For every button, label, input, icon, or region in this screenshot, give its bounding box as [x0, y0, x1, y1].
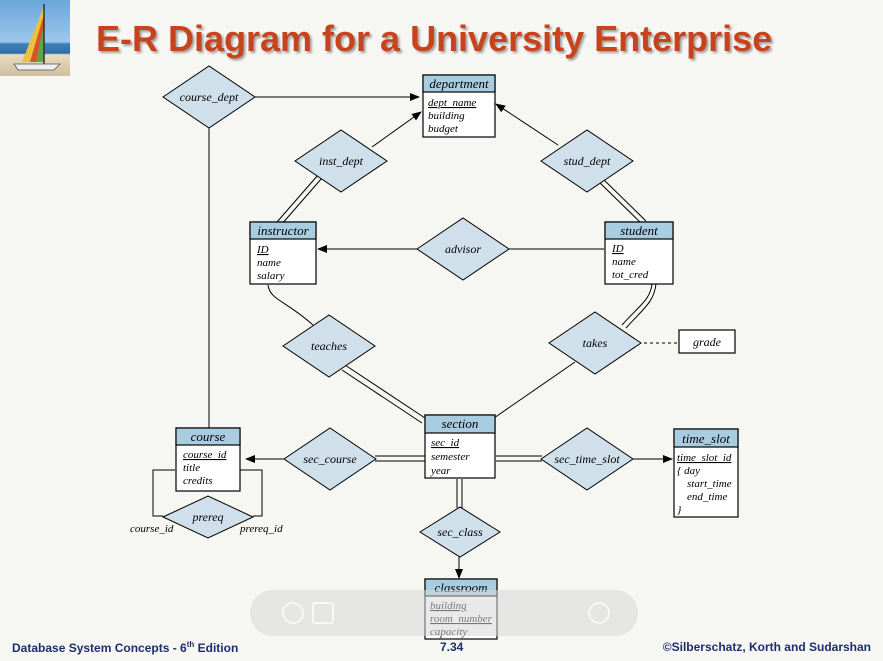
time-slot-attr: { day [677, 465, 700, 477]
section-attr: sec_id [431, 437, 460, 449]
sec-time-slot-label: sec_time_slot [554, 452, 620, 466]
section-attr: semester [431, 451, 470, 463]
student-attr: name [612, 256, 636, 268]
footer-book-title: Database System Concepts - 6th Edition [12, 640, 239, 655]
teaches-label: teaches [311, 339, 347, 353]
relationship-prereq: prereq [161, 495, 255, 539]
takes-label: takes [583, 336, 608, 350]
department-attr: building [428, 110, 465, 122]
instructor-attr: name [257, 257, 281, 269]
role-label-course-id: course_id [130, 523, 174, 535]
prereq-label: prereq [191, 510, 223, 524]
time-slot-title: time_slot [682, 431, 730, 446]
relationship-teaches: teaches [282, 314, 376, 378]
relationship-sec-class: sec_class [419, 506, 501, 558]
entity-time-slot: time_slot time_slot_id { day start_time … [673, 428, 739, 518]
role-label-prereq-id: prereq_id [239, 523, 283, 535]
takes-to-student-link [621, 283, 653, 326]
entity-section: section sec_id semester year [424, 414, 496, 479]
sailboat-logo [0, 0, 70, 76]
time-slot-attr: start_time [687, 478, 732, 490]
stud-dept-label: stud_dept [564, 154, 611, 168]
relationship-stud-dept: stud_dept [540, 129, 634, 193]
instructor-title: instructor [257, 223, 309, 238]
instructor-attr: salary [257, 270, 285, 282]
takes-to-section-link [493, 361, 576, 419]
relationship-sec-course: sec_course [283, 427, 377, 491]
attribute-grade: grade [678, 329, 736, 354]
section-attr: year [430, 465, 451, 477]
student-attr: ID [611, 243, 624, 255]
entity-instructor: instructor ID name salary [249, 221, 317, 285]
sec-course-label: sec_course [303, 452, 357, 466]
time-slot-attr: end_time [687, 491, 727, 503]
teaches-to-section-link [344, 364, 426, 419]
advisor-label: advisor [445, 242, 481, 256]
department-title: department [429, 76, 489, 91]
grade-label: grade [693, 335, 722, 349]
entity-course: course course_id title credits [175, 427, 241, 492]
relationship-sec-time-slot: sec_time_slot [540, 427, 634, 491]
inst-dept-to-department-link [371, 111, 422, 148]
course-attr: title [183, 462, 200, 474]
course-dept-label: course_dept [180, 90, 239, 104]
section-title: section [442, 416, 479, 431]
instructor-attr: ID [256, 244, 269, 256]
student-title: student [620, 223, 658, 238]
entity-student: student ID name tot_cred [604, 221, 674, 285]
circle-icon[interactable] [282, 602, 304, 624]
sec-class-label: sec_class [437, 525, 483, 539]
relationship-inst-dept: inst_dept [294, 129, 388, 193]
prereq-course-id-link [152, 469, 175, 517]
course-attr: credits [183, 475, 213, 487]
page-title: E-R Diagram for a University Enterprise [96, 18, 773, 59]
inst-dept-to-instructor-link [276, 174, 319, 223]
stud-dept-to-department-link [495, 103, 559, 146]
course-title: course [191, 429, 226, 444]
footer-copyright: ©Silberschatz, Korth and Sudarshan [662, 640, 871, 654]
course-attr: course_id [183, 449, 227, 461]
relationship-takes: takes [548, 311, 642, 375]
inst-dept-label: inst_dept [319, 154, 364, 168]
print-icon[interactable] [312, 602, 334, 624]
time-slot-attr: } [677, 504, 682, 516]
department-attr: dept_name [428, 97, 476, 109]
relationship-course-dept: course_dept [162, 65, 256, 129]
prereq-prereq-id-link [240, 469, 263, 517]
relationship-advisor: advisor [416, 217, 510, 281]
footer-page-number: 7.34 [440, 640, 464, 654]
time-slot-attr: time_slot_id [677, 452, 732, 464]
department-attr: budget [428, 123, 459, 135]
media-control-bar[interactable] [250, 590, 638, 636]
stud-dept-to-student-link [601, 177, 647, 222]
circle-icon[interactable] [588, 602, 610, 624]
entity-department: department dept_name building budget [422, 74, 496, 138]
teaches-to-instructor-link [267, 284, 314, 326]
student-attr: tot_cred [612, 269, 649, 281]
